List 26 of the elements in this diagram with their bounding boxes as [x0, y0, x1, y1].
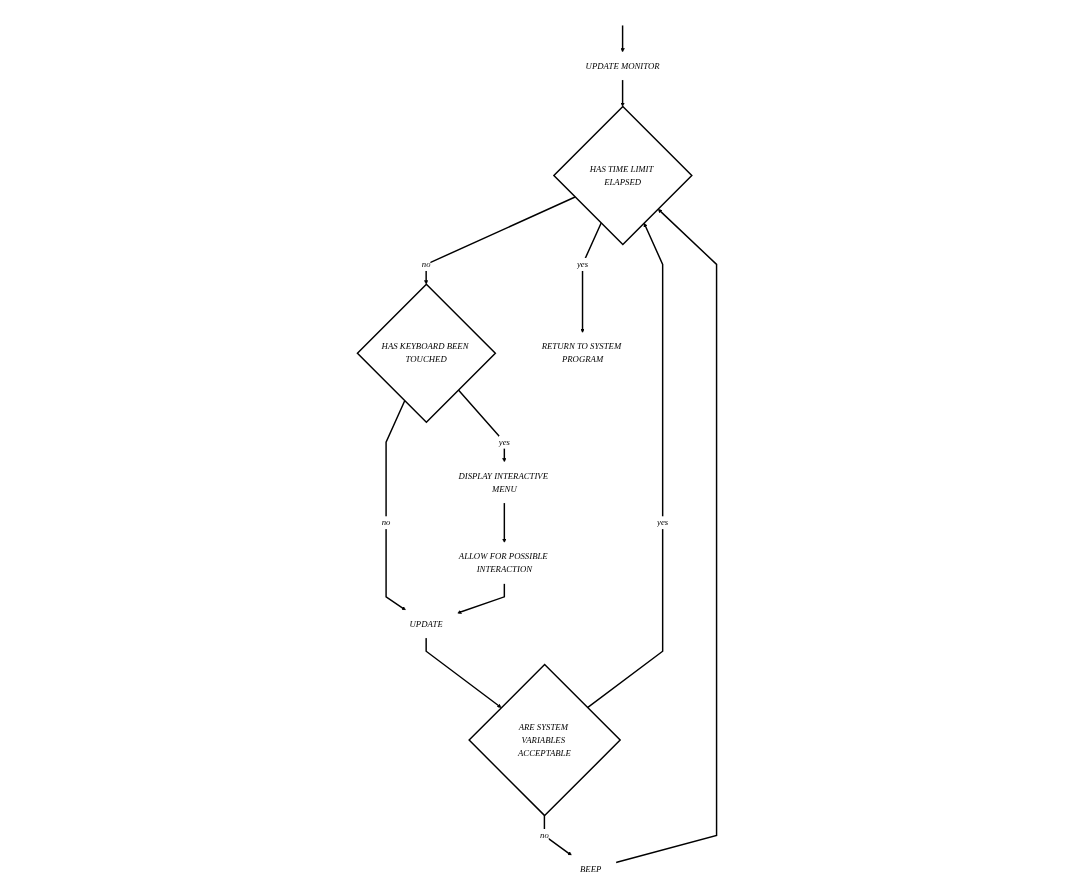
arrow: [586, 222, 664, 709]
arrow: [502, 502, 507, 543]
node-diamond: ARE SYSTEM VARIABLES ACCEPTABLE: [468, 663, 622, 817]
arrow: [615, 208, 718, 864]
edge-label: no: [540, 830, 549, 841]
edge-label: yes: [657, 517, 669, 528]
arrow: [457, 389, 507, 463]
arrow: [385, 400, 406, 611]
node-text: UPDATE MONITOR: [585, 60, 660, 71]
node-text: RETURN TO SYSTEM PROGRAM: [541, 341, 622, 365]
edge-label: no: [421, 259, 431, 270]
arrow: [580, 222, 602, 334]
node-text: DISPLAY INTERACTIVE MENU: [458, 470, 549, 494]
node-text: BEEP: [579, 864, 602, 874]
arrow: [620, 24, 625, 53]
edge-label: no: [381, 517, 391, 528]
node-diamond: HAS KEYBOARD BEEN TOUCHED: [356, 283, 497, 424]
node-text: UPDATE: [409, 618, 443, 629]
arrow: [425, 637, 502, 708]
node-diamond: HAS TIME LIMIT ELAPSED: [552, 105, 693, 246]
edge-label: yes: [498, 437, 510, 447]
node-text: ALLOW FOR POSSIBLE INTERACTION: [458, 551, 548, 575]
arrow: [424, 196, 576, 285]
edge-label: yes: [576, 259, 589, 270]
arrow: [620, 79, 625, 107]
arrow: [457, 582, 506, 614]
